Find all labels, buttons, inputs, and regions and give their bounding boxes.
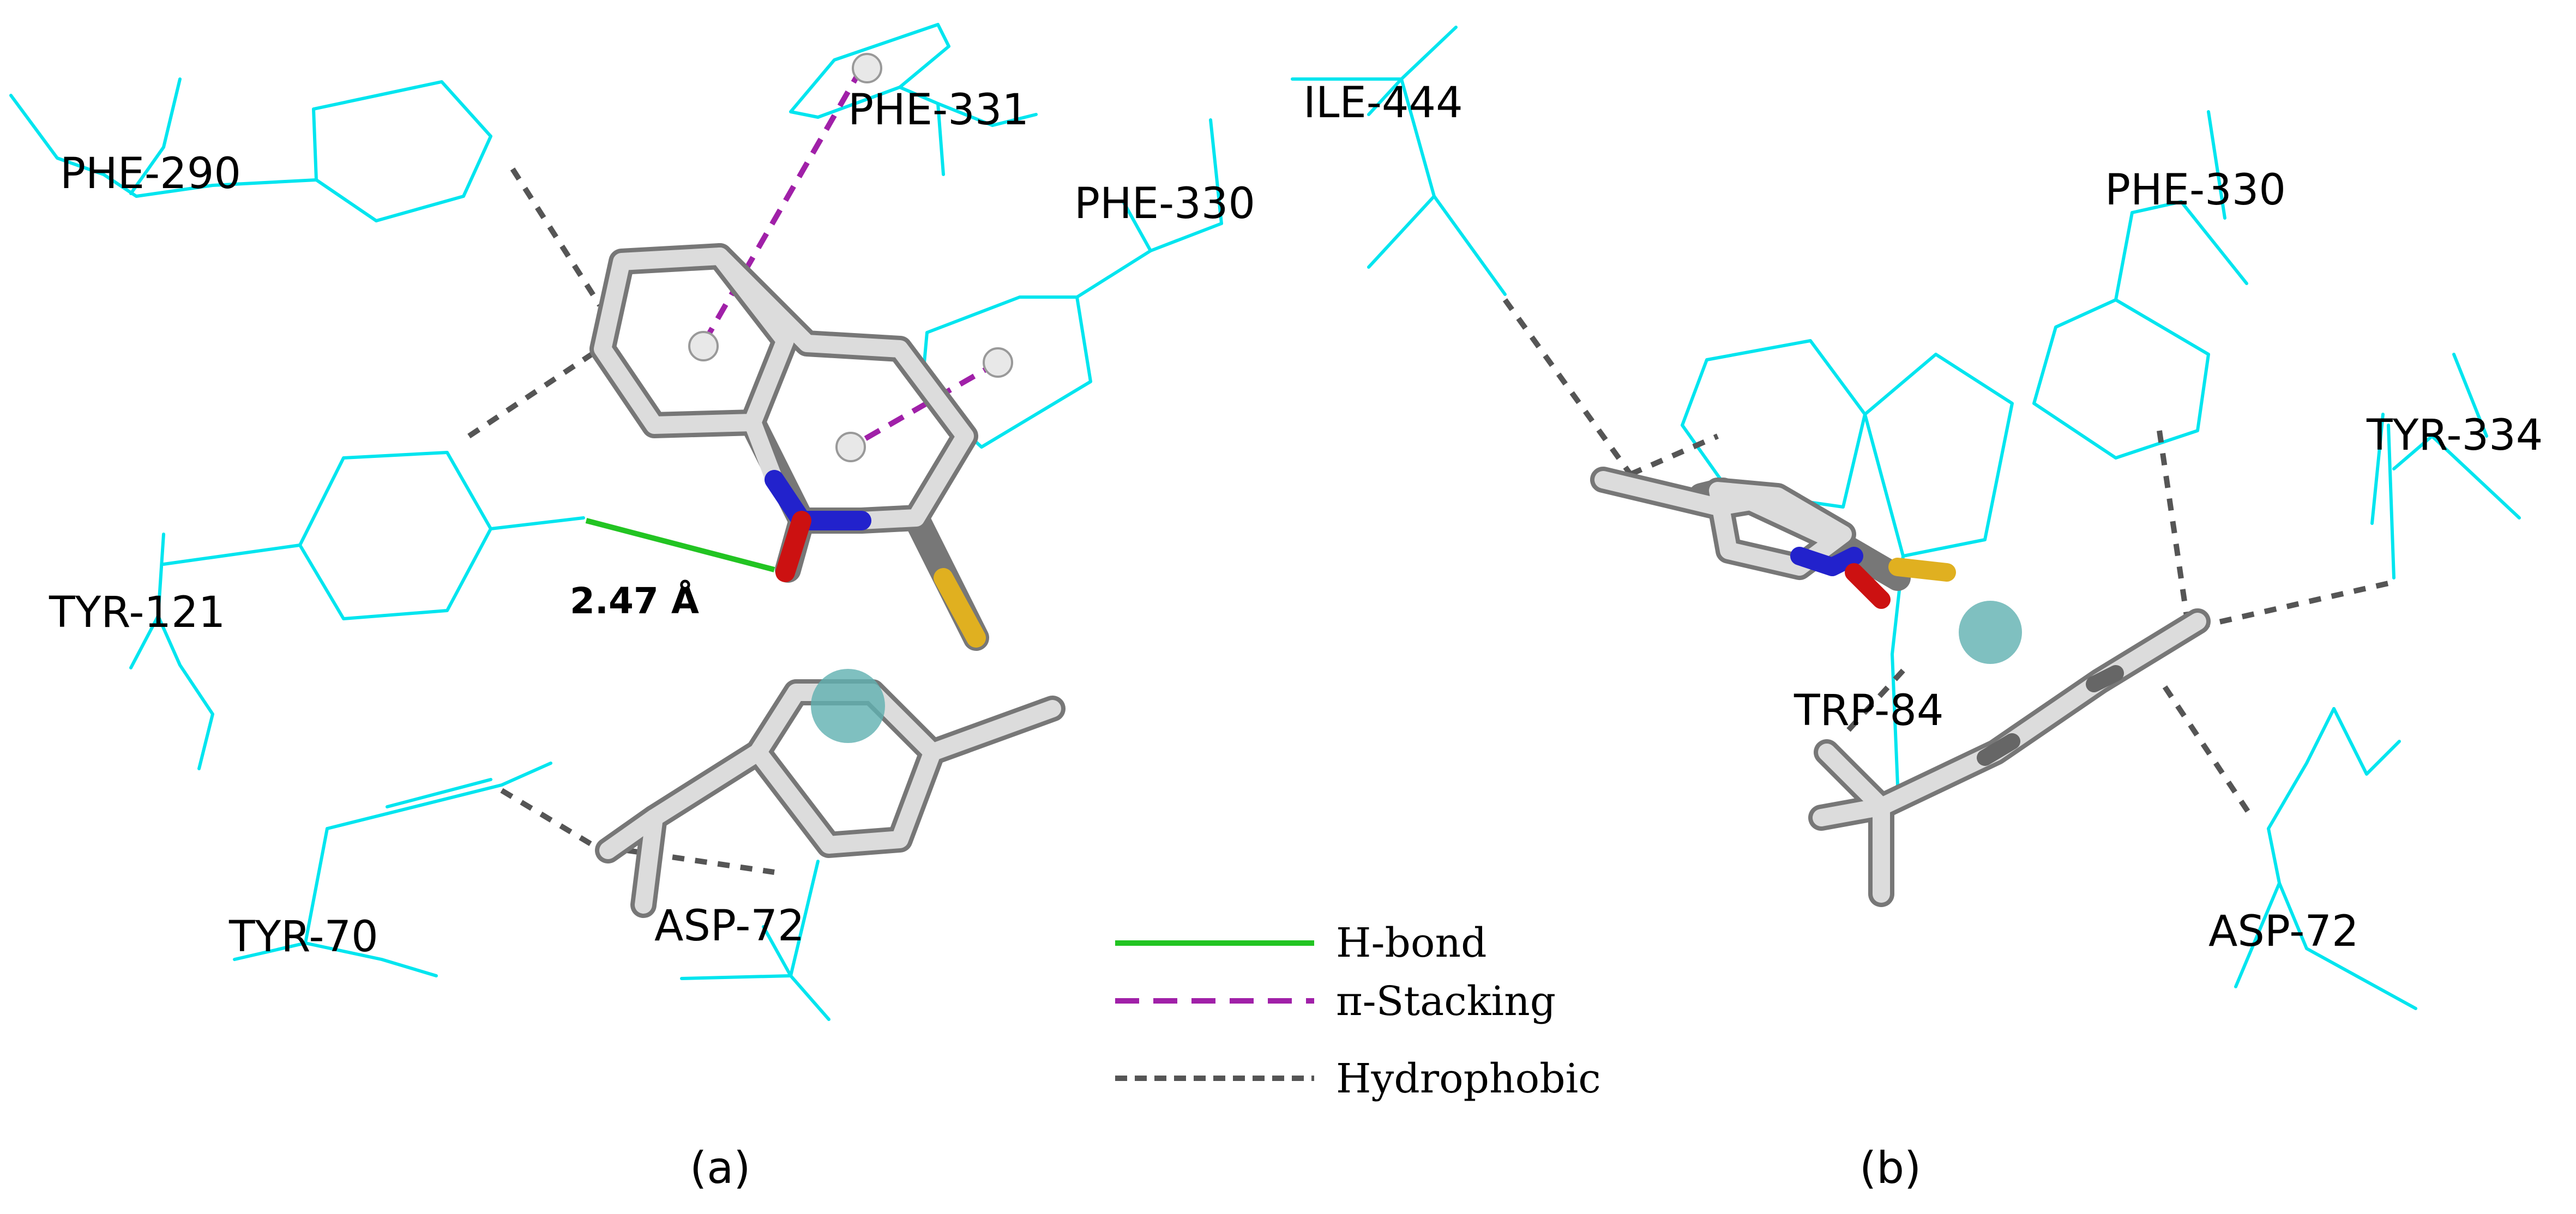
- hydrophobic-line-asp-72: [2162, 685, 2255, 819]
- residue-label-tyr-334: TYR-334: [2366, 411, 2543, 460]
- hydrophobic-center-b: [1959, 601, 2022, 664]
- residue-trp-84-structure: [1681, 339, 2014, 819]
- residue-ile-444-structure: [1291, 26, 1507, 296]
- pi-stacking-interactions-a: [701, 67, 1000, 450]
- hydrophobic-line-trp-84-lower: [1841, 668, 1905, 738]
- legend: H-bond π-Stacking Hydrophobic: [1115, 920, 1601, 1102]
- residue-label-tyr-70: TYR-70: [228, 913, 378, 962]
- residue-asp-72-a-structure: [680, 860, 830, 1021]
- hydrophobic-line-ile-444: [1502, 298, 1633, 476]
- panel-label-b: (b): [1859, 1143, 1921, 1193]
- panel-b: ILE-444 PHE-330 TYR-334 TRP-84 ASP-72 (b…: [1291, 26, 2543, 1193]
- legend-item-hbond: H-bond: [1115, 920, 1487, 967]
- pi-centroid: [688, 331, 719, 361]
- residue-phe-330-b-structure: [2032, 110, 2248, 460]
- panel-a: PHE-290 PHE-331 PHE-330 TYR-121 TYR-70 A…: [9, 23, 1255, 1193]
- hydrophobic-line-tyr-334: [2196, 581, 2390, 630]
- pi-stacking-line-phe-330: [849, 360, 1000, 450]
- residue-label-tyr-121: TYR-121: [49, 588, 225, 637]
- residue-label-phe-290: PHE-290: [60, 149, 241, 198]
- residue-asp-72-b-structure: [2234, 707, 2417, 1010]
- residue-label-trp-84: TRP-84: [1793, 686, 1944, 735]
- ligand-b: [1590, 467, 2211, 907]
- residues-a: [9, 23, 1223, 1021]
- legend-pi-stacking-label: π-Stacking: [1336, 978, 1556, 1025]
- residue-label-asp-72-b: ASP-72: [2208, 907, 2359, 956]
- hydrophobic-line-tyr-70: [500, 788, 612, 859]
- residue-phe-330-a-structure: [920, 118, 1223, 449]
- legend-item-hydrophobic: Hydrophobic: [1115, 1055, 1601, 1102]
- hbond-line: [585, 518, 775, 572]
- residue-tyr-334-structure: [2370, 353, 2521, 579]
- residue-label-asp-72-a: ASP-72: [654, 902, 805, 951]
- residue-tyr-121-structure: [129, 451, 585, 770]
- hydrophobic-interactions-b: [1502, 298, 2390, 819]
- hbond-distance-label: 2.47 Å: [570, 579, 699, 622]
- hydrophobic-line-phe-290: [510, 167, 603, 307]
- pi-centroid: [835, 432, 866, 462]
- panel-label-a: (a): [690, 1143, 750, 1193]
- legend-item-pi-stacking: π-Stacking: [1115, 978, 1556, 1025]
- hydrophobic-line-phe-330: [2157, 430, 2189, 617]
- residue-label-phe-330-b: PHE-330: [2105, 166, 2286, 215]
- hydrophobic-line-trp-84-upper: [1629, 433, 1719, 477]
- residues-b: [1291, 26, 2521, 1010]
- hydrophobic-line-tyr-121: [467, 346, 601, 439]
- ligand-a: [589, 243, 1066, 918]
- legend-hbond-label: H-bond: [1336, 920, 1487, 967]
- pi-centroids-a: [688, 53, 1013, 462]
- hydrophobic-center-a: [811, 669, 885, 743]
- pi-centroid: [852, 53, 882, 83]
- residue-tyr-70-structure: [233, 762, 552, 977]
- legend-hydrophobic-label: Hydrophobic: [1336, 1055, 1601, 1102]
- residue-label-phe-330-a: PHE-330: [1074, 179, 1255, 228]
- residue-label-phe-331: PHE-331: [848, 86, 1029, 135]
- residue-label-ile-444: ILE-444: [1303, 78, 1463, 128]
- pi-centroid: [983, 347, 1013, 378]
- residue-phe-331-structure: [789, 23, 1038, 176]
- residue-phe-290-structure: [9, 77, 492, 222]
